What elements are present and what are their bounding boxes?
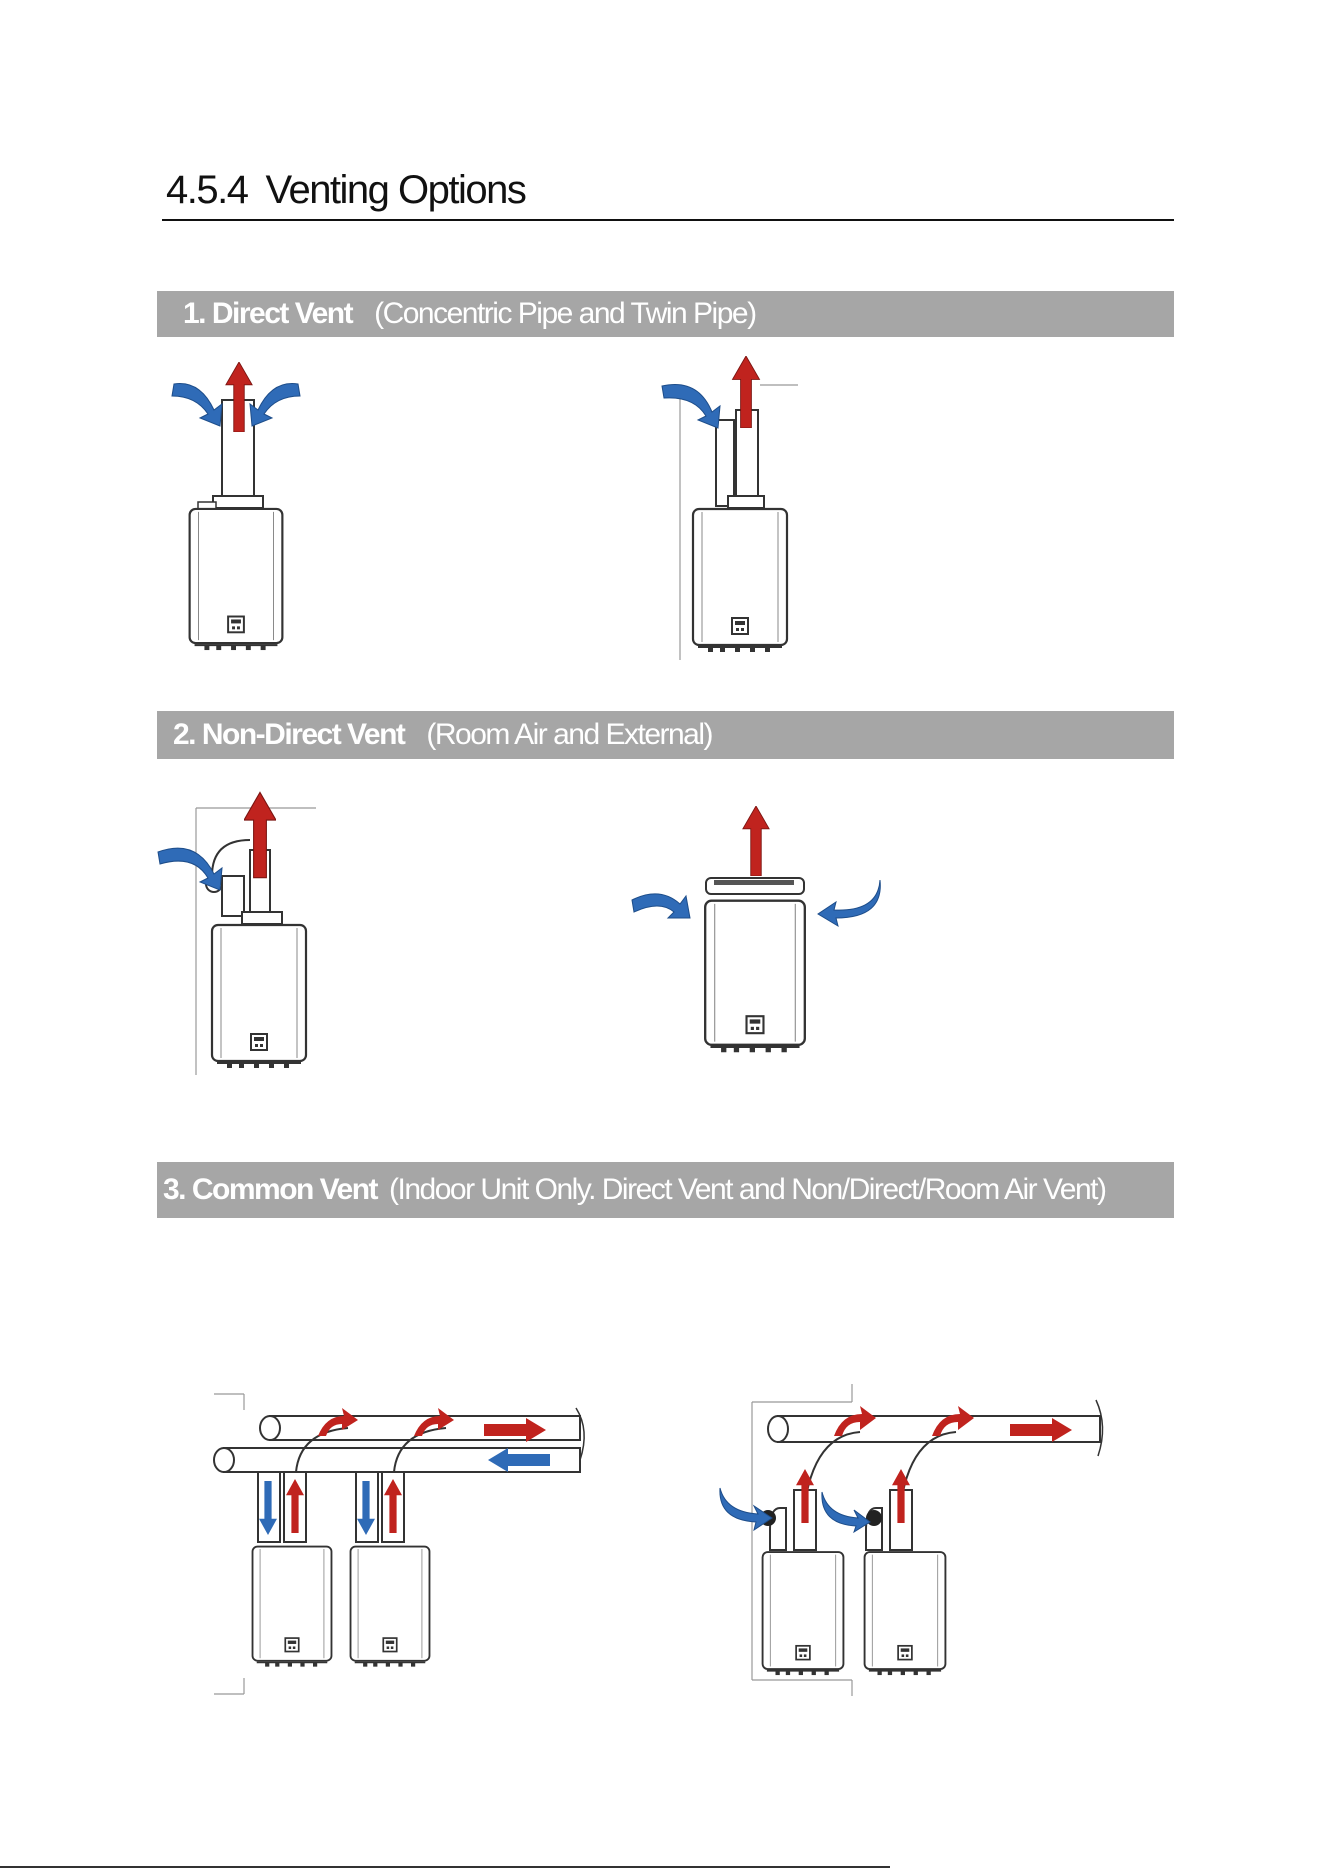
- diagram-common-vent-direct: [214, 1394, 584, 1694]
- footer-rule: [0, 1866, 890, 1868]
- diagram-direct-vent-twin-pipe: [662, 356, 798, 660]
- diagram-direct-vent-concentric: [172, 362, 300, 650]
- diagram-non-direct-vent-external: [632, 806, 880, 1052]
- diagram-common-vent-room-air: [720, 1384, 1103, 1696]
- diagram-non-direct-vent-room-air: [158, 792, 316, 1075]
